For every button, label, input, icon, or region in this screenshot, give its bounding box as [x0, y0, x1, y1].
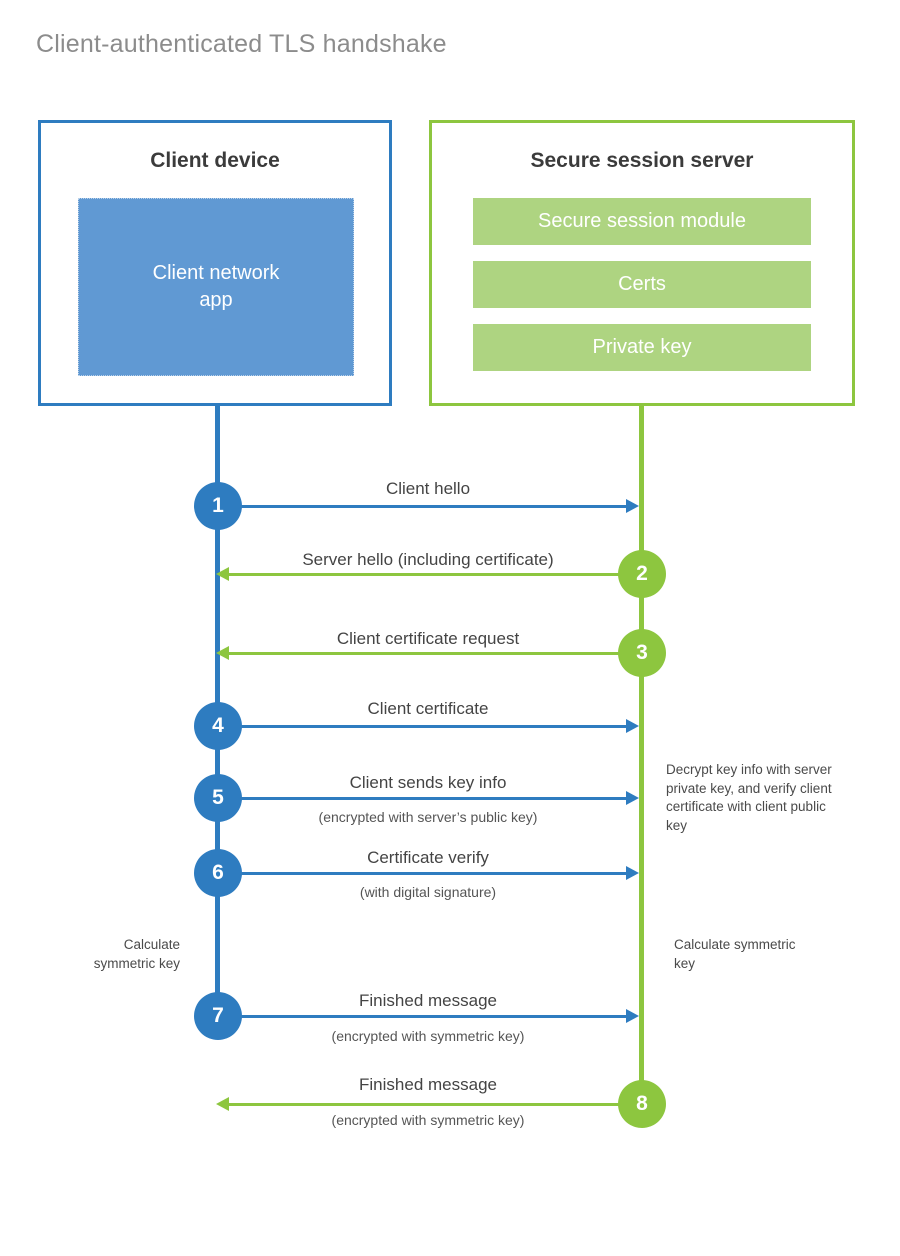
step-3-arrow-head [216, 646, 229, 660]
step-2-marker[interactable]: 2 [618, 550, 666, 598]
step-2-arrow-head [216, 567, 229, 581]
step-8-sublabel: (encrypted with symmetric key) [331, 1112, 525, 1128]
step-4-marker[interactable]: 4 [194, 702, 242, 750]
step-7-sublabel: (encrypted with symmetric key) [331, 1028, 525, 1044]
step-8-label: Finished message [359, 1075, 497, 1094]
step-7-marker[interactable]: 7 [194, 992, 242, 1040]
step-7-label: Finished message [359, 991, 497, 1010]
page-title: Client-authenticated TLS handshake [36, 30, 447, 58]
server-module-private-key: Private key [473, 324, 811, 371]
step-1-arrow-head [626, 499, 639, 513]
step-1-arrow-line [218, 505, 628, 508]
step-3-arrow-line [228, 652, 632, 655]
step-8-marker[interactable]: 8 [618, 1080, 666, 1128]
step-5-arrow-line [218, 797, 628, 800]
step-6-sublabel: (with digital signature) [359, 884, 497, 900]
step-8-arrow-head [216, 1097, 229, 1111]
step-1-label: Client hello [385, 479, 471, 498]
step-4-arrow-head [626, 719, 639, 733]
step-7-arrow-head [626, 1009, 639, 1023]
step-2-arrow-line [228, 573, 632, 576]
step-3-label: Client certificate request [336, 629, 520, 648]
step-3-marker[interactable]: 3 [618, 629, 666, 677]
step-5-sublabel: (encrypted with server’s public key) [318, 809, 538, 825]
note-calculate-symmetric-key-server: Calculate symmetric key [674, 937, 796, 971]
server-lifeline [639, 403, 644, 1106]
step-5-marker[interactable]: 5 [194, 774, 242, 822]
client-device-title: Client device [150, 149, 280, 172]
note-decrypt-key-info: Decrypt key info with server private key… [666, 762, 832, 833]
step-6-label: Certificate verify [367, 848, 489, 867]
step-8-arrow-line [228, 1103, 632, 1106]
step-1-marker[interactable]: 1 [194, 482, 242, 530]
secure-session-server-title: Secure session server [530, 149, 754, 172]
step-2-label: Server hello (including certificate) [302, 550, 554, 569]
step-4-label: Client certificate [367, 699, 489, 718]
step-5-label: Client sends key info [349, 773, 507, 792]
note-calculate-symmetric-key-client: Calculate symmetric key [93, 937, 180, 971]
server-module-certs: Certs [473, 261, 811, 308]
step-5-arrow-head [626, 791, 639, 805]
step-6-marker[interactable]: 6 [194, 849, 242, 897]
step-6-arrow-line [218, 872, 628, 875]
server-module-secure-session-module: Secure session module [473, 198, 811, 245]
step-7-arrow-line [218, 1015, 628, 1018]
step-4-arrow-line [218, 725, 628, 728]
step-6-arrow-head [626, 866, 639, 880]
secure-session-server-box: Secure session server Secure session mod… [429, 120, 855, 406]
